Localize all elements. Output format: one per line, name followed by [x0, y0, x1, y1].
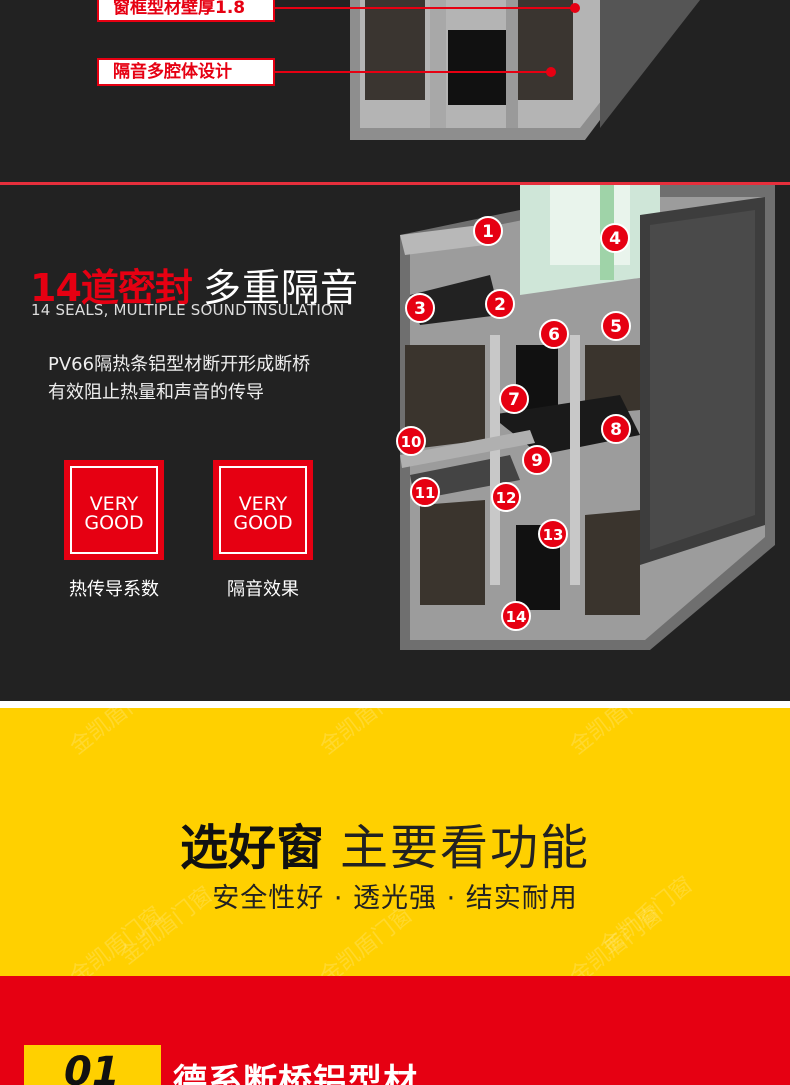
slogan-title-bold: 选好窗: [180, 820, 325, 876]
seals-title: 多重隔音: [203, 266, 360, 310]
slogan-title: 主要看功能: [340, 820, 591, 876]
svg-text:13: 13: [543, 526, 564, 544]
svg-text:2: 2: [494, 295, 506, 315]
tag-connector-line: [275, 71, 553, 73]
desc-line: PV66隔热条铝型材断开形成断桥: [48, 354, 311, 375]
seal-marker-2: 2: [485, 289, 515, 319]
watermark: 金凯盾门窗: [315, 708, 418, 760]
section-01-header: 01 德系断桥铝型材: [0, 976, 790, 1085]
tag-marker-dot: [570, 3, 580, 13]
top-profile-section: 窗框型材壁厚1.8 隔音多腔体设计: [0, 0, 790, 182]
watermark: 金凯盾门窗: [565, 708, 668, 760]
seal-marker-9: 9: [522, 445, 552, 475]
badge-label-thermal: 热传导系数: [69, 579, 159, 600]
watermark: 金凯盾门窗: [65, 708, 168, 760]
tag-marker-dot: [546, 67, 556, 77]
badge-text: GOOD: [233, 512, 293, 534]
section-divider: [0, 182, 790, 185]
seal-marker-8: 8: [601, 414, 631, 444]
svg-text:5: 5: [610, 317, 622, 337]
seal-marker-5: 5: [601, 311, 631, 341]
badge-text: GOOD: [84, 512, 144, 534]
section-number-box: 01: [24, 1045, 161, 1085]
seals-section: 14道密封 多重隔音 14 SEALS, MULTIPLE SOUND INSU…: [0, 185, 790, 701]
section-number: 01: [64, 1049, 120, 1085]
profile-cross-section-top: [350, 0, 700, 140]
svg-text:10: 10: [401, 433, 422, 451]
badge-text: VERY: [238, 493, 288, 515]
seals-description: PV66隔热条铝型材断开形成断桥 有效阻止热量和声音的传导: [48, 351, 310, 407]
seal-marker-1: 1: [473, 216, 503, 246]
seal-marker-12: 12: [491, 482, 521, 512]
tag-connector-line: [275, 7, 575, 9]
badge-frame: VERY GOOD: [70, 466, 158, 554]
tag-multi-cavity: 隔音多腔体设计: [97, 58, 275, 86]
svg-text:7: 7: [508, 390, 520, 410]
seal-marker-6: 6: [539, 319, 569, 349]
seals-subtitle-en: 14 SEALS, MULTIPLE SOUND INSULATION: [31, 301, 345, 319]
seal-marker-10: 10: [396, 426, 426, 456]
svg-text:12: 12: [496, 489, 517, 507]
badge-label-sound: 隔音效果: [227, 579, 299, 600]
badge-thermal: VERY GOOD: [64, 460, 164, 560]
seal-marker-7: 7: [499, 384, 529, 414]
svg-text:9: 9: [531, 451, 543, 471]
section-title: 德系断桥铝型材: [173, 1062, 418, 1085]
svg-text:14: 14: [506, 608, 527, 626]
svg-text:4: 4: [609, 229, 621, 249]
svg-text:6: 6: [548, 325, 560, 345]
badge-sound: VERY GOOD: [213, 460, 313, 560]
seals-title-highlight: 14道密封: [30, 266, 193, 310]
seal-marker-4: 4: [600, 223, 630, 253]
section-divider: [0, 701, 790, 708]
window-profile-cross-section: 1 2 3 4 5 6 7 8 9 10 11 12 13 14: [396, 185, 775, 650]
slogan-subtitle: 安全性好 · 透光强 · 结实耐用: [212, 883, 578, 914]
svg-text:8: 8: [610, 420, 622, 440]
desc-line: 有效阻止热量和声音的传导: [48, 382, 264, 403]
svg-text:1: 1: [482, 222, 494, 242]
badge-frame: VERY GOOD: [219, 466, 307, 554]
svg-text:11: 11: [415, 484, 436, 502]
svg-text:3: 3: [414, 299, 426, 319]
badge-text: VERY: [89, 493, 139, 515]
seal-marker-3: 3: [405, 293, 435, 323]
slogan-section: 金凯盾门窗 金凯盾门窗 金凯盾门窗 金凯盾门窗 金凯盾门窗 金凯盾门窗 金凯盾门…: [0, 708, 790, 976]
seal-marker-14: 14: [501, 601, 531, 631]
seal-marker-11: 11: [410, 477, 440, 507]
tag-wall-thickness: 窗框型材壁厚1.8: [97, 0, 275, 22]
seal-marker-13: 13: [538, 519, 568, 549]
